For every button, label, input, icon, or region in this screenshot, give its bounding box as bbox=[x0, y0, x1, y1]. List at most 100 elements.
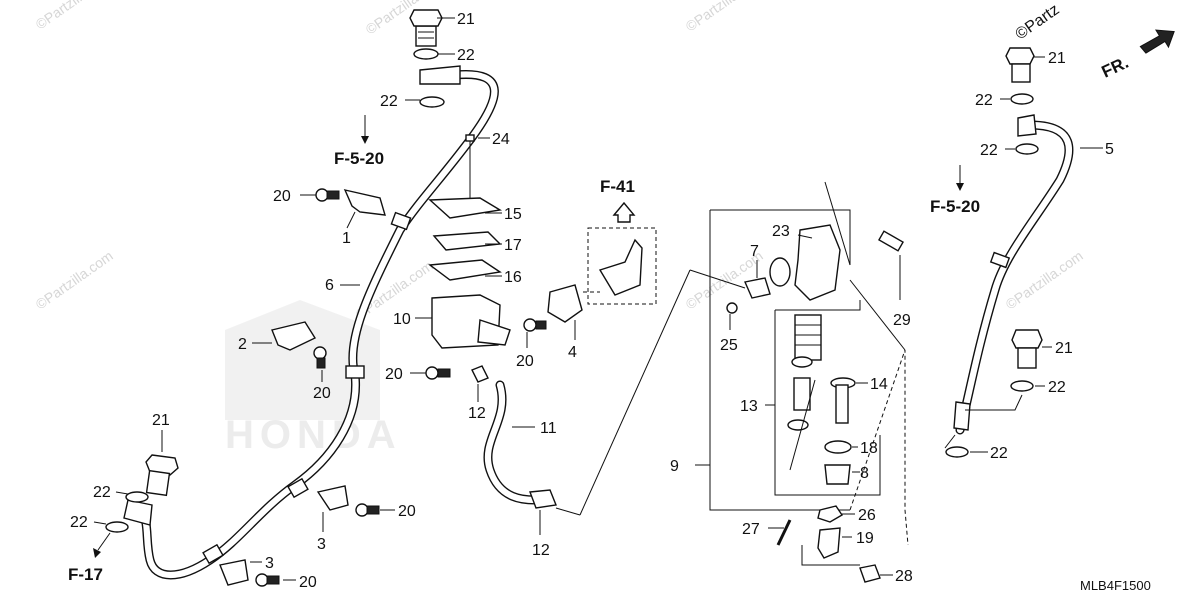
callout-26: 26 bbox=[858, 507, 876, 524]
pin-28 bbox=[859, 564, 881, 583]
callout-22: 22 bbox=[93, 484, 111, 501]
callout-22: 22 bbox=[980, 142, 998, 159]
sealing-washer-22 bbox=[1010, 93, 1034, 105]
callout-20: 20 bbox=[385, 366, 403, 383]
callout-27: 27 bbox=[742, 521, 760, 538]
front-direction-indicator: FR. bbox=[1099, 29, 1175, 82]
ref-f-5-20-left: F-5-20 bbox=[334, 149, 384, 168]
callout-22: 22 bbox=[1048, 379, 1066, 396]
hose-grommet bbox=[989, 251, 1011, 269]
cylinder-body-23 bbox=[794, 224, 841, 301]
callout-22: 22 bbox=[70, 514, 88, 531]
sealing-washer-22 bbox=[945, 446, 969, 458]
callout-21: 21 bbox=[152, 412, 170, 429]
hose-grommet bbox=[287, 477, 309, 499]
callout-20: 20 bbox=[516, 353, 534, 370]
diaphragm-plate-17 bbox=[432, 231, 502, 251]
callout-19: 19 bbox=[856, 530, 874, 547]
hose-fitting bbox=[1017, 114, 1037, 137]
reservoir-hose-11 bbox=[471, 365, 557, 509]
piston-spring bbox=[794, 314, 822, 361]
callout-22: 22 bbox=[457, 47, 475, 64]
watermark-text: ©Partzilla.com bbox=[33, 0, 116, 32]
callout-20: 20 bbox=[299, 574, 317, 591]
callout-20: 20 bbox=[313, 385, 331, 402]
hose-clip-12 bbox=[529, 489, 557, 509]
bolt-20 bbox=[425, 366, 439, 380]
circlip-18 bbox=[824, 440, 852, 454]
reservoir-cap-15 bbox=[428, 197, 503, 219]
honda-logo-text: HONDA bbox=[225, 413, 402, 457]
hose-fitting bbox=[953, 401, 971, 431]
hose-clamp-3 bbox=[316, 485, 349, 511]
callout-3: 3 bbox=[265, 555, 274, 572]
ref-f-5-20-right: F-5-20 bbox=[930, 197, 980, 216]
callout-2: 2 bbox=[238, 336, 247, 353]
callout-15: 15 bbox=[504, 206, 522, 223]
sealing-washer-22 bbox=[105, 521, 129, 533]
callout-7: 7 bbox=[750, 243, 759, 260]
callout-17: 17 bbox=[504, 237, 522, 254]
hose-fitting bbox=[123, 499, 153, 526]
callout-21: 21 bbox=[1055, 340, 1073, 357]
callout-21: 21 bbox=[457, 11, 475, 28]
up-arrow-icon bbox=[612, 201, 636, 223]
watermark-text: ©Partzilla.com bbox=[683, 0, 766, 34]
sealing-washer-22 bbox=[419, 96, 445, 108]
watermark-text: ©Partzilla.com bbox=[33, 247, 116, 312]
callout-22: 22 bbox=[990, 445, 1008, 462]
nut-26 bbox=[817, 505, 843, 523]
hose-fitting bbox=[419, 65, 461, 85]
hose-grommet bbox=[202, 543, 224, 565]
honda-logo-background: HONDA bbox=[225, 300, 402, 457]
watermarks: ©Partzilla.com ©Partzilla.com ©Partzilla… bbox=[33, 0, 1086, 322]
oil-bolt-21-top bbox=[409, 9, 443, 47]
callout-18: 18 bbox=[860, 440, 878, 457]
callout-20: 20 bbox=[273, 188, 291, 205]
joint-19 bbox=[817, 527, 841, 559]
fr-label: FR. bbox=[1099, 53, 1132, 82]
oil-bolt-21-right-top bbox=[1005, 47, 1035, 83]
hose-joint-7 bbox=[744, 277, 771, 299]
callout-20: 20 bbox=[398, 503, 416, 520]
bolt-20 bbox=[523, 318, 537, 332]
callout-22: 22 bbox=[975, 92, 993, 109]
boot-8 bbox=[824, 464, 851, 485]
callout-22: 22 bbox=[380, 93, 398, 110]
callout-3: 3 bbox=[317, 536, 326, 553]
callout-16: 16 bbox=[504, 269, 522, 286]
callout-23: 23 bbox=[772, 223, 790, 240]
master-cylinder-assembly bbox=[428, 134, 511, 349]
arrow-right-icon bbox=[1139, 29, 1175, 54]
sealing-washer-22 bbox=[125, 491, 149, 503]
screw-25 bbox=[726, 302, 738, 314]
callout-28: 28 bbox=[895, 568, 913, 585]
hose-grommet bbox=[345, 365, 365, 379]
callout-10: 10 bbox=[393, 311, 411, 328]
watermark-text: ©Partzilla.com bbox=[1003, 247, 1086, 312]
master-cylinder-9-bracket bbox=[709, 181, 909, 546]
ref-f-41: F-41 bbox=[600, 177, 635, 196]
diaphragm-16 bbox=[428, 259, 502, 281]
callout-13: 13 bbox=[740, 398, 758, 415]
piston-set-13 bbox=[774, 300, 881, 496]
callout-8: 8 bbox=[860, 465, 869, 482]
hose-clip-12 bbox=[471, 365, 489, 383]
callout-25: 25 bbox=[720, 337, 738, 354]
reference-box bbox=[587, 227, 657, 305]
piston bbox=[793, 377, 811, 411]
callout-24: 24 bbox=[492, 131, 510, 148]
callout-12: 12 bbox=[532, 542, 550, 559]
sealing-washer-22 bbox=[1015, 143, 1039, 155]
sealing-washer-22 bbox=[1010, 380, 1034, 392]
hose-clamp-1 bbox=[315, 188, 386, 216]
brake-hose-6 bbox=[123, 65, 499, 580]
diagram-code: MLB4F1500 bbox=[1080, 578, 1151, 593]
callout-21: 21 bbox=[1048, 50, 1066, 67]
callout-1: 1 bbox=[342, 230, 351, 247]
callout-9: 9 bbox=[670, 458, 679, 475]
hose-grommet bbox=[390, 211, 412, 231]
brake-hose-5 bbox=[953, 114, 1074, 435]
